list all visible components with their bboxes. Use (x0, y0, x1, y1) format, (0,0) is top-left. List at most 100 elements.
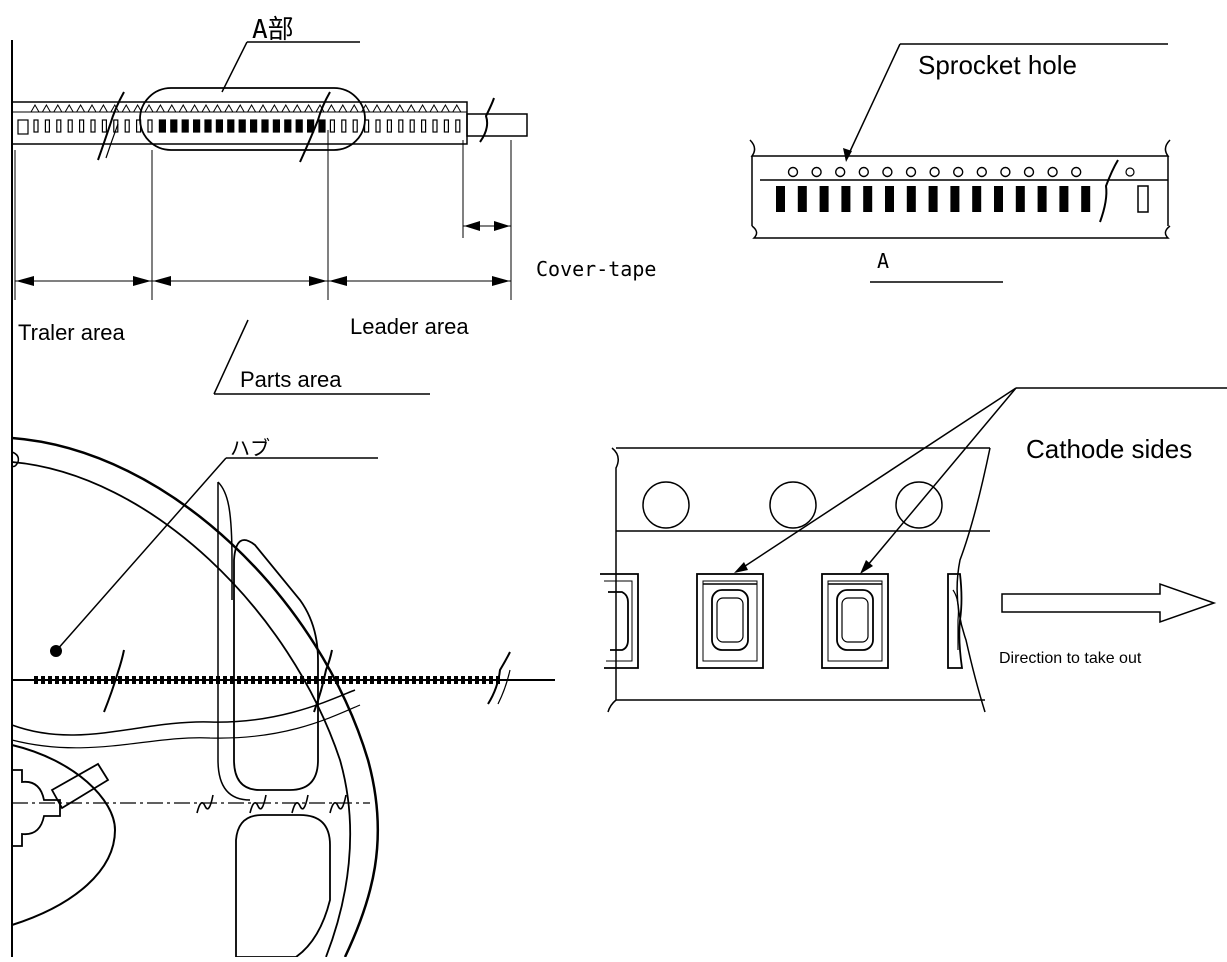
detail-pocket (950, 186, 960, 212)
reel-tape-tick (475, 676, 479, 684)
parts-area-leader (213, 319, 249, 395)
reel-tape-tick (48, 676, 52, 684)
reel-tape-tick (454, 676, 458, 684)
reel-tape-tick (125, 676, 129, 684)
tape-pocket (318, 119, 326, 133)
tape-pocket (432, 119, 438, 133)
tape-pocket (44, 119, 51, 133)
tape-sprocket-mark (258, 103, 268, 113)
tape-pocket (375, 119, 381, 133)
tape-pocket (238, 119, 246, 133)
reel-spoke-1b (217, 482, 251, 801)
reel-tape-tick (55, 676, 59, 684)
detail-sprocket-hole (976, 166, 987, 178)
tape-sprocket-mark (30, 103, 40, 113)
tape-pocket (90, 119, 96, 133)
detail-pocket (928, 186, 938, 212)
reel-tape-tick (265, 676, 269, 684)
reel-window-lower (235, 814, 331, 958)
tape-sprocket-mark (41, 103, 51, 113)
reel-tape-tick (174, 676, 178, 684)
tape-sprocket-mark (406, 103, 416, 113)
break-mark-3 (479, 97, 495, 143)
tape-pocket (409, 119, 415, 133)
tape-sprocket-mark (121, 103, 131, 113)
led-component-partial (947, 573, 964, 669)
reel-tape-tick (188, 676, 192, 684)
tape-sprocket-mark (338, 103, 348, 113)
detail-sprocket-hole (905, 166, 917, 178)
tape-sprocket-mark (212, 103, 222, 113)
dim-arrow (329, 276, 347, 286)
detail-tape-bottom-edge (751, 225, 1171, 239)
detail-pocket (1015, 186, 1025, 212)
detail-empty-pocket (1137, 185, 1149, 213)
reel-wave-mark (196, 794, 214, 814)
tape-pocket (170, 119, 178, 133)
tape-sprocket-mark (190, 103, 200, 113)
reel-wave-mark (249, 794, 267, 814)
tape-sprocket-mark (53, 103, 63, 113)
reel-wave-marks (196, 794, 347, 814)
tape-sprocket-mark (167, 103, 177, 113)
hub-leader (55, 457, 227, 652)
tape-pocket (101, 119, 108, 133)
reel-wave-mark (291, 794, 309, 814)
reel-tape-tick (433, 676, 437, 684)
detail-pocket (885, 186, 894, 212)
cathode-tape-break-edge (956, 447, 991, 713)
tape-sprocket-mark (235, 103, 245, 113)
tape-pocket (295, 119, 303, 133)
reel-tape-tick (398, 676, 402, 684)
reel-tape-tick (181, 676, 185, 684)
reel-tape-tick (216, 676, 220, 684)
reel-tape-tick (251, 676, 255, 684)
detail-pocket (797, 186, 807, 212)
reel-tape-tick (412, 676, 416, 684)
cathode-sprocket-hole (769, 481, 817, 529)
detail-sprocket-hole (787, 166, 799, 178)
detail-sprocket-hole (882, 166, 893, 178)
detail-pocket (994, 186, 1003, 212)
detail-pocket (1059, 186, 1069, 212)
reel-tape-tick (139, 676, 143, 684)
led-component (696, 573, 764, 669)
reel-tape-tick (76, 676, 80, 684)
tape-pocket (341, 119, 347, 133)
reel-tape-tick (237, 676, 241, 684)
reel-outer-flange (11, 436, 380, 958)
tape-sprocket-mark (429, 103, 439, 113)
reel-tape-tick (426, 676, 430, 684)
tape-sprocket-mark (87, 103, 97, 113)
cathode-sides-label: Cathode sides (1026, 434, 1192, 464)
reel-tape-tick (356, 676, 360, 684)
break-mark-1b (105, 123, 119, 159)
reel-tape-tick (111, 676, 115, 684)
dim-arrow (153, 276, 171, 286)
tape-pocket (398, 119, 404, 133)
tape-sprocket-mark (201, 103, 211, 113)
dimension-lines (14, 130, 512, 300)
detail-pocket (1037, 186, 1047, 212)
reel-view: ハブ (11, 436, 555, 958)
tape-pocket (261, 119, 269, 133)
tape-sprocket-mark (98, 103, 108, 113)
reel-tape-tick (377, 676, 381, 684)
tape-sprocket-mark (304, 103, 314, 113)
tape-sprocket-mark (315, 103, 325, 113)
reel-tape-tick (132, 676, 136, 684)
direction-label: Direction to take out (999, 650, 1142, 667)
dim-arrow (494, 221, 510, 231)
cathode-sprocket-hole (642, 481, 690, 529)
dim-arrow (309, 276, 327, 286)
dim-arrow (16, 276, 34, 286)
detail-sprocket-hole (811, 166, 822, 178)
detail-sprocket-holes (787, 166, 1082, 178)
detail-sprocket-hole (858, 166, 869, 178)
reel-tape-tick (405, 676, 409, 684)
tape-pocket (147, 119, 153, 133)
reel-tape-ticks (34, 676, 500, 684)
cathode-detail-view: Cathode sides Direction to take out (600, 387, 1227, 713)
reel-hub-slot (50, 762, 110, 810)
reel-tape-tick (419, 676, 423, 684)
